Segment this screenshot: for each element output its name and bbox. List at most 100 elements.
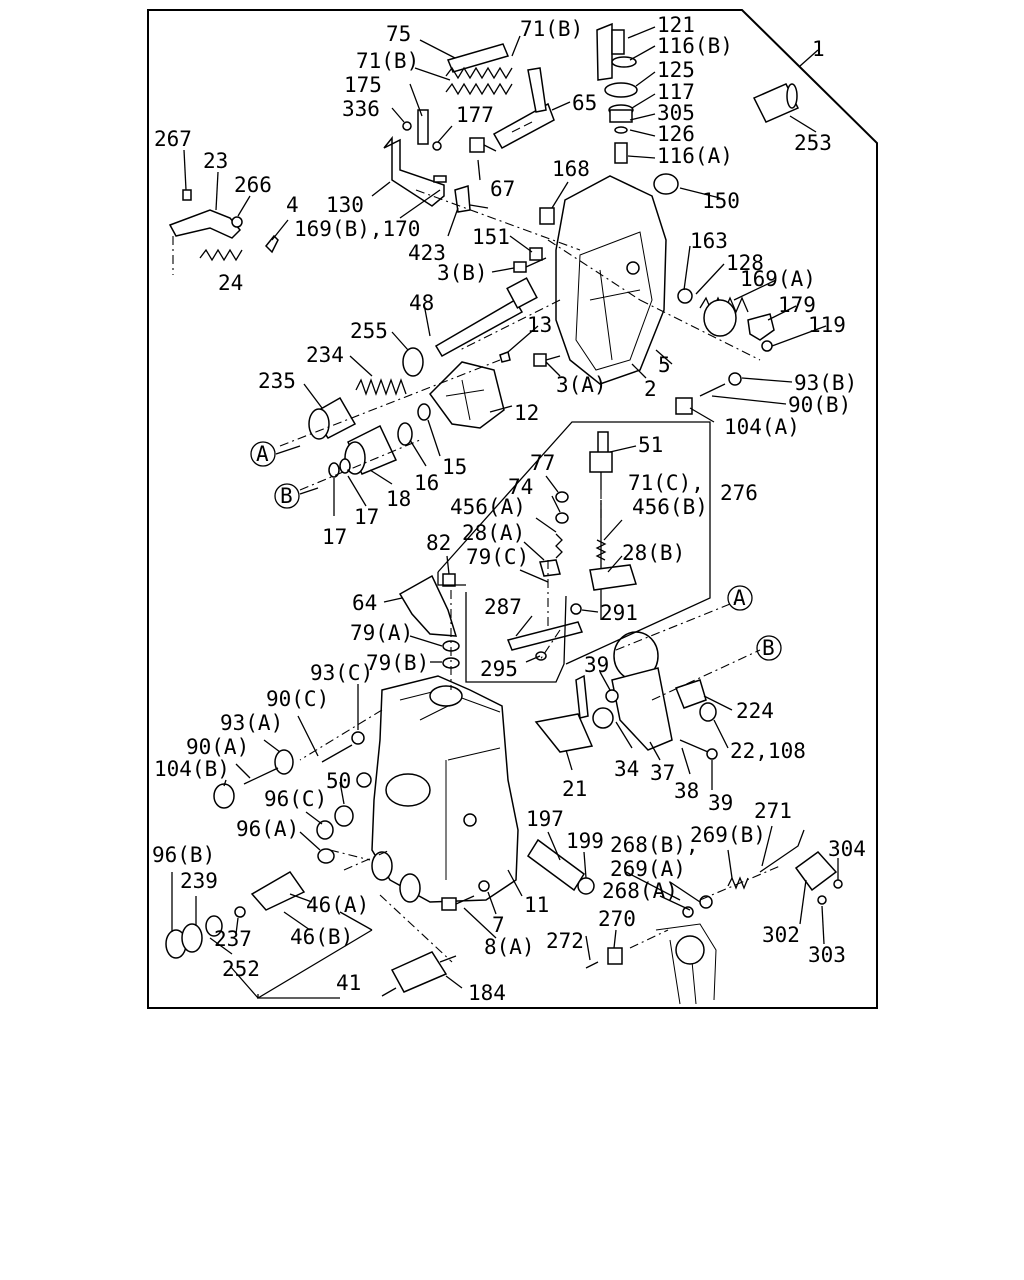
label-23: 23: [203, 149, 228, 173]
label-104b: 104(B): [154, 757, 230, 781]
label-270: 270: [598, 907, 636, 931]
part-group-41: [165, 871, 306, 959]
label-18: 18: [386, 487, 411, 511]
label-96b: 96(B): [152, 843, 215, 867]
label-224: 224: [736, 699, 774, 723]
label-callout-b-right: B: [762, 636, 775, 660]
callout-a-circle-left: [250, 441, 276, 467]
label-37: 37: [650, 761, 675, 785]
label-197: 197: [526, 807, 564, 831]
label-90b: 90(B): [788, 393, 851, 417]
label-237: 237: [214, 927, 252, 951]
label-callout-a-left: A: [256, 442, 269, 466]
label-17-left: 17: [322, 525, 347, 549]
label-126: 126: [657, 122, 695, 146]
label-28b: 28(B): [622, 541, 685, 565]
label-13: 13: [527, 313, 552, 337]
label-39-lower: 39: [708, 791, 733, 815]
label-82: 82: [426, 531, 451, 555]
part-seals-96: [316, 772, 372, 864]
label-169a: 169(A): [740, 267, 816, 291]
label-255: 255: [350, 319, 388, 343]
label-121: 121: [657, 13, 695, 37]
label-2: 2: [644, 377, 657, 401]
label-67: 67: [490, 177, 515, 201]
label-234: 234: [306, 343, 344, 367]
label-267: 267: [154, 127, 192, 151]
label-184: 184: [468, 981, 506, 1005]
part-springs-71b: [445, 66, 513, 96]
part-screws-left: [213, 731, 365, 809]
label-1: 1: [812, 37, 825, 61]
label-38: 38: [674, 779, 699, 803]
label-65: 65: [572, 91, 597, 115]
part-lever-37: [605, 631, 718, 760]
part-13: [499, 351, 511, 363]
label-151: 151: [472, 225, 510, 249]
label-93a: 93(A): [220, 711, 283, 735]
group-276-box: [437, 421, 711, 665]
label-24: 24: [218, 271, 243, 295]
callout-markers: [250, 441, 782, 661]
label-41: 41: [336, 971, 361, 995]
label-39-upper: 39: [584, 653, 609, 677]
label-96a: 96(A): [236, 817, 299, 841]
part-screw-90b: [675, 372, 742, 415]
label-4: 4: [286, 193, 299, 217]
label-117: 117: [657, 80, 695, 104]
part-bracket-116b: [596, 22, 637, 81]
part-bracket-130: [383, 109, 447, 207]
label-71c: 71(C),: [628, 471, 704, 495]
part-bolt-168: [539, 207, 555, 225]
part-governor-housing-2: [555, 175, 667, 385]
part-bolts-151-3b: [513, 247, 547, 273]
label-90a: 90(A): [186, 735, 249, 759]
label-266: 266: [234, 173, 272, 197]
label-130: 130: [326, 193, 364, 217]
label-callout-a-right: A: [733, 586, 746, 610]
part-pump-body: [371, 675, 519, 903]
label-28a: 28(A): [462, 521, 525, 545]
label-96c: 96(C): [264, 787, 327, 811]
part-shaft-48: [434, 277, 538, 358]
label-5: 5: [658, 353, 671, 377]
label-71b-top: 71(B): [520, 17, 583, 41]
callout-b-circle-right: [756, 635, 782, 661]
label-295: 295: [480, 657, 518, 681]
label-116a: 116(A): [657, 144, 733, 168]
label-79c: 79(C): [466, 545, 529, 569]
label-104a: 104(A): [724, 415, 800, 439]
part-adjuster-271: [682, 829, 843, 918]
part-pin-75: [446, 43, 510, 73]
label-3a: 3(A): [556, 373, 607, 397]
label-3b: 3(B): [437, 261, 488, 285]
label-119: 119: [808, 313, 846, 337]
label-305: 305: [657, 101, 695, 125]
label-268a: 268(A): [602, 879, 678, 903]
label-276: 276: [720, 481, 758, 505]
label-169b-170: 169(B),170: [294, 217, 420, 241]
label-46b: 46(B): [290, 925, 353, 949]
label-34: 34: [614, 757, 639, 781]
part-stud-184: [381, 951, 457, 997]
part-group-276: [506, 431, 637, 661]
part-linkage-23: [168, 189, 243, 262]
label-253: 253: [794, 131, 832, 155]
center-lines: [172, 189, 781, 963]
label-48: 48: [409, 291, 434, 315]
part-bolt-67: [469, 137, 497, 153]
parts-illustration: [165, 22, 843, 1005]
label-116b: 116(B): [657, 34, 733, 58]
part-labels: 1 75 71(B) 71(B) 121 116(B) 175 336 177 …: [152, 13, 866, 1005]
label-79b: 79(B): [366, 651, 429, 675]
part-stack-125-116a: [604, 82, 638, 164]
label-22-108: 22,108: [730, 739, 806, 763]
label-93c: 93(C): [310, 661, 373, 685]
label-302: 302: [762, 923, 800, 947]
label-77: 77: [530, 451, 555, 475]
label-271: 271: [754, 799, 792, 823]
part-weight-holder-12: [429, 361, 505, 429]
label-21: 21: [562, 777, 587, 801]
part-bolt-3a: [533, 353, 561, 367]
label-callout-b-left: B: [280, 484, 293, 508]
